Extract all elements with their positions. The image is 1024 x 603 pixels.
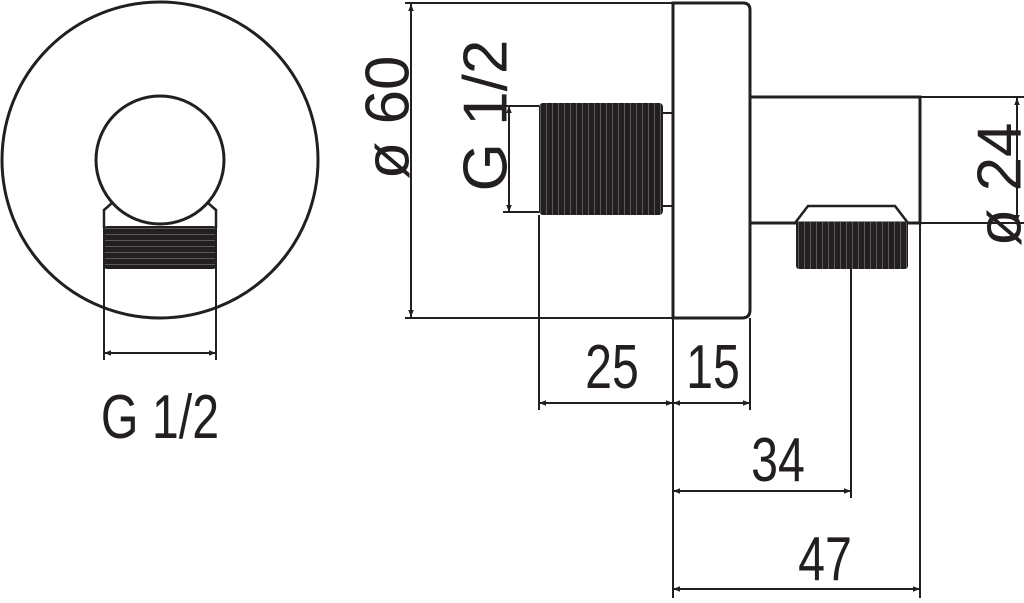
flange-diameter-label: ø 60 (354, 55, 423, 179)
outlet-inner-circle (94, 94, 226, 226)
outlet-thread (104, 226, 216, 269)
outlet-body (750, 95, 922, 225)
flange-depth-label: 15 (686, 332, 740, 401)
front-view: G 1/2 (0, 0, 320, 451)
front-thread-label: G 1/2 (101, 382, 219, 451)
wall-thread (539, 103, 663, 215)
outlet-offset-label: 34 (751, 425, 805, 494)
outlet-nut (794, 204, 909, 224)
outlet-nut-thread (796, 222, 908, 269)
side-thread-label: G 1/2 (452, 40, 521, 192)
flange-outer-circle (0, 0, 320, 320)
side-view: ø 60 G 1/2 ø 24 25 15 34 47 (354, 1, 1024, 598)
outlet-diameter-label: ø 24 (966, 122, 1024, 246)
flange-plate (671, 1, 752, 320)
thread-length-label: 25 (585, 332, 639, 401)
total-depth-label: 47 (798, 524, 852, 593)
